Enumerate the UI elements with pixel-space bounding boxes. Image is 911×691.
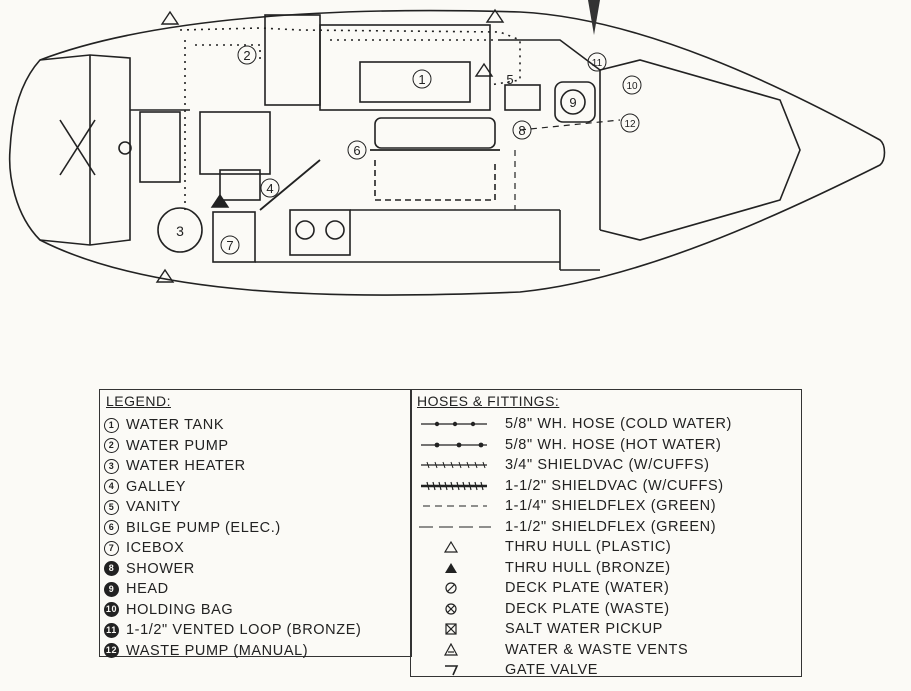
legend-number-icon: 8 — [104, 561, 119, 577]
callout-10: 10 — [626, 81, 638, 92]
fitting-label: 5/8" WH. HOSE (COLD WATER) — [505, 416, 732, 433]
legend-label: GALLEY — [126, 478, 187, 495]
legend-number-icon: 9 — [104, 581, 119, 597]
callout-2: 2 — [243, 48, 250, 63]
legend-label: VANITY — [126, 499, 181, 516]
legend-number-icon: 5 — [104, 499, 119, 515]
fitting-item: 1-1/4" SHIELDFLEX (GREEN) — [415, 496, 732, 517]
heavy-hatched-line-icon — [415, 479, 493, 493]
fitting-label: 1-1/4" SHIELDFLEX (GREEN) — [505, 498, 717, 515]
dashed-line-icon — [415, 499, 493, 513]
fitting-item: 5/8" WH. HOSE (HOT WATER) — [415, 435, 732, 456]
hull-outline — [8, 9, 886, 296]
legend-label: WATER TANK — [126, 417, 225, 434]
gate-valve-icon — [415, 663, 493, 677]
legend-number-icon: 10 — [104, 602, 119, 618]
fitting-label: WATER & WASTE VENTS — [505, 641, 689, 658]
legend-panel: LEGEND: 1 WATER TANK 2 WATER PUMP 3 WATER HEA… — [99, 389, 412, 659]
legend-label: ICEBOX — [126, 540, 185, 557]
fitting-label: 3/4" SHIELDVAC (W/CUFFS) — [505, 457, 710, 474]
legend-item: 8 SHOWER — [104, 559, 361, 580]
legend-number-icon: 6 — [104, 520, 119, 536]
legend-label: HOLDING BAG — [126, 601, 234, 618]
legend-item: 7 ICEBOX — [104, 538, 361, 559]
cockpit — [39, 54, 131, 246]
legend-item: 6 BILGE PUMP (ELEC.) — [104, 518, 361, 539]
legend-item: 12 WASTE PUMP (MANUAL) — [104, 641, 361, 662]
callout-1: 1 — [418, 72, 425, 87]
crossed-square-icon — [415, 622, 493, 636]
callout-4: 4 — [266, 181, 273, 196]
fitting-item: THRU HULL (BRONZE) — [415, 558, 732, 579]
callout-11: 11 — [592, 58, 603, 69]
legend-item: 3 WATER HEATER — [104, 456, 361, 477]
legend-item: 9 HEAD — [104, 579, 361, 600]
fitting-item: THRU HULL (PLASTIC) — [415, 537, 732, 558]
callout-8: 8 — [518, 123, 525, 138]
fitting-label: 5/8" WH. HOSE (HOT WATER) — [505, 436, 722, 453]
legend-label: WATER PUMP — [126, 437, 229, 454]
legend-item: 2 WATER PUMP — [104, 436, 361, 457]
legend-number-icon: 4 — [104, 479, 119, 495]
callout-3: 3 — [176, 223, 184, 239]
legend-item: 5 VANITY — [104, 497, 361, 518]
fitting-item: DECK PLATE (WATER) — [415, 578, 732, 599]
callout-9: 9 — [569, 95, 576, 110]
fittings-panel: HOSES & FITTINGS: 5/8" WH. HOSE (COLD WA… — [410, 389, 802, 678]
callout-7: 7 — [226, 238, 233, 253]
slashed-circle-icon — [415, 581, 493, 595]
legend-item: 4 GALLEY — [104, 477, 361, 498]
fitting-item: 3/4" SHIELDVAC (W/CUFFS) — [415, 455, 732, 476]
fitting-label: DECK PLATE (WASTE) — [505, 600, 670, 617]
legend-label: BILGE PUMP (ELEC.) — [126, 519, 281, 536]
open-triangle-icon — [415, 540, 493, 554]
legend-label: HEAD — [126, 581, 169, 598]
fitting-label: 1-1/2" SHIELDFLEX (GREEN) — [505, 518, 717, 535]
fitting-label: DECK PLATE (WATER) — [505, 580, 670, 597]
legend-label: WATER HEATER — [126, 458, 246, 475]
filled-triangle-icon — [415, 561, 493, 575]
legend-number-icon: 12 — [104, 643, 119, 659]
long-dashed-line-icon — [415, 520, 493, 534]
legend-title: LEGEND: — [106, 393, 171, 409]
dotted-line-cold-icon — [415, 417, 493, 431]
fitting-item: DECK PLATE (WASTE) — [415, 599, 732, 620]
fitting-item: WATER & WASTE VENTS — [415, 640, 732, 661]
fittings-list: 5/8" WH. HOSE (COLD WATER) 5/8" WH. HOSE … — [415, 414, 732, 681]
dotted-line-hot-icon — [415, 438, 493, 452]
legend-label: WASTE PUMP (MANUAL) — [126, 642, 309, 659]
fitting-label: GATE VALVE — [505, 662, 599, 679]
legend-item: 11 1-1/2" VENTED LOOP (BRONZE) — [104, 620, 361, 641]
legend-number-icon: 3 — [104, 458, 119, 474]
legend-label: SHOWER — [126, 560, 195, 577]
legend-number-icon: 2 — [104, 438, 119, 454]
fitting-item: 1-1/2" SHIELDVAC (W/CUFFS) — [415, 476, 732, 497]
fitting-label: SALT WATER PICKUP — [505, 621, 663, 638]
callout-6: 6 — [353, 143, 360, 158]
fitting-item: SALT WATER PICKUP — [415, 619, 732, 640]
boat-plumbing-plan: 1 2 3 4 5 6 7 8 9 10 11 12 — [8, 0, 886, 296]
hatched-line-icon — [415, 458, 493, 472]
callout-5: 5 — [506, 72, 513, 87]
fitting-item: 1-1/2" SHIELDFLEX (GREEN) — [415, 517, 732, 538]
legend-item: 1 WATER TANK — [104, 415, 361, 436]
legend-item: 10 HOLDING BAG — [104, 600, 361, 621]
legend-label: 1-1/2" VENTED LOOP (BRONZE) — [126, 622, 362, 639]
legend-number-icon: 11 — [104, 622, 119, 638]
fitting-label: THRU HULL (PLASTIC) — [505, 539, 672, 556]
fitting-label: THRU HULL (BRONZE) — [505, 559, 671, 576]
fitting-item: GATE VALVE — [415, 660, 732, 681]
fittings-title: HOSES & FITTINGS: — [417, 393, 560, 409]
legend-number-icon: 7 — [104, 540, 119, 556]
vent-triangle-icon — [415, 642, 493, 657]
fitting-item: 5/8" WH. HOSE (COLD WATER) — [415, 414, 732, 435]
legend-number-icon: 1 — [104, 417, 119, 433]
legend-list: 1 WATER TANK 2 WATER PUMP 3 WATER HEATER 4 GALL… — [104, 415, 361, 661]
mast — [588, 0, 600, 35]
fitting-label: 1-1/2" SHIELDVAC (W/CUFFS) — [505, 477, 724, 494]
crossed-circle-icon — [415, 602, 493, 616]
callout-12: 12 — [624, 119, 636, 130]
